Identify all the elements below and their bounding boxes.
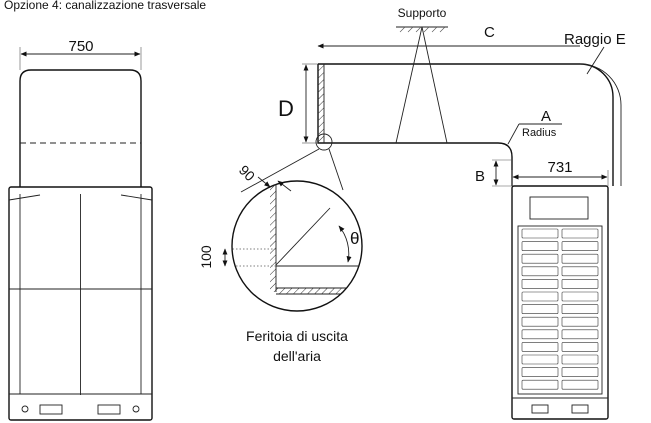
grille-slot: [561, 304, 599, 314]
grille-slot: [561, 342, 599, 352]
label-a: A: [541, 108, 551, 125]
grille-slot: [521, 379, 559, 390]
grille-slot: [561, 253, 599, 264]
grille-slot: [521, 228, 559, 239]
header-text: Opzione 4: canalizzazione trasversale: [4, 0, 206, 12]
front-view-unit: [8, 69, 153, 421]
grille-slot: [521, 354, 559, 365]
outlet-caption: Feritoia di uscita dell'aria: [212, 326, 382, 366]
magnified-outlet-detail: [231, 180, 363, 312]
support-label: Supporto: [398, 6, 447, 20]
grille-slot: [521, 304, 559, 314]
dimension-a-radius: [507, 123, 562, 145]
duct-support: [395, 26, 448, 144]
grille-slot: [561, 354, 599, 365]
angle-theta-label: θ: [350, 229, 359, 248]
label-radius: Radius: [522, 127, 557, 139]
dimension-radius-e: [586, 46, 605, 75]
dimension-d: [302, 63, 318, 144]
detail-leader: [240, 133, 344, 193]
grille-slot: [561, 316, 599, 327]
grille-slot: [561, 379, 599, 390]
grille-slot: [521, 279, 559, 289]
label-radius-e: Raggio E: [564, 31, 626, 48]
side-width-label: 731: [547, 159, 572, 176]
grille-slot: [521, 342, 559, 352]
caption-line-2: dell'aria: [273, 348, 321, 364]
dimension-90: [257, 176, 292, 192]
label-100: 100: [198, 245, 214, 269]
duct: [317, 63, 622, 186]
grille-slot: [521, 241, 559, 251]
label-d: D: [278, 96, 294, 121]
label-c: C: [484, 24, 495, 41]
front-width-dimension: [19, 47, 142, 70]
grille-slot: [561, 291, 599, 302]
grille-slot: [561, 329, 599, 340]
grille-slot: [521, 316, 559, 327]
label-b: B: [475, 168, 485, 185]
grille-slot: [521, 266, 559, 277]
grille-slot: [561, 228, 599, 239]
caption-line-1: Feritoia di uscita: [246, 328, 348, 344]
grille-slot: [561, 279, 599, 289]
grille-slot: [521, 253, 559, 264]
grille-slot: [561, 266, 599, 277]
grille-slot: [521, 367, 559, 377]
grille-slot: [561, 241, 599, 251]
front-width-label: 750: [68, 38, 93, 55]
dimension-b: [492, 159, 512, 187]
side-width-dimension: [511, 170, 609, 186]
grille-slot: [521, 329, 559, 340]
grille-slot: [561, 367, 599, 377]
grille-slot: [521, 291, 559, 302]
label-90: 90: [236, 162, 258, 184]
side-view-unit: [511, 185, 609, 420]
